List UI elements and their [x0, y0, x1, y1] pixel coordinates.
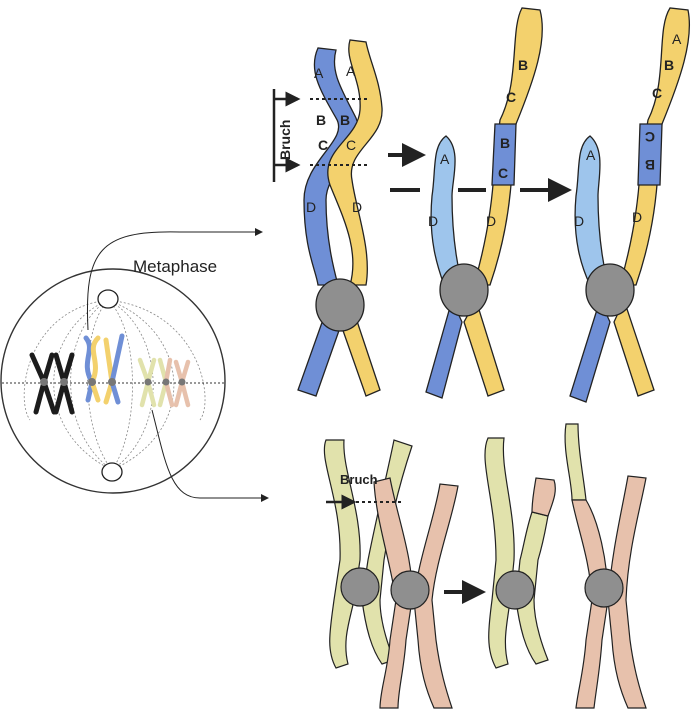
- segment-label: C: [506, 89, 516, 105]
- metaphase-label: Metaphase: [133, 257, 217, 276]
- segment-label: A: [346, 63, 356, 79]
- segment-label: B: [340, 112, 350, 128]
- segment-label: B: [500, 135, 510, 151]
- segment-label: D: [352, 199, 362, 215]
- chromosome-pair-bottom-3: [564, 423, 647, 709]
- metaphase-cell: [0, 268, 226, 494]
- chromosome-broken-2: [425, 7, 543, 399]
- segment-label: A: [672, 31, 682, 47]
- bruch-label-vertical: Bruch: [277, 120, 293, 160]
- segment-label: C: [652, 85, 662, 101]
- chromosome-twisted-1: [297, 39, 383, 397]
- segment-label: C: [498, 165, 508, 181]
- segment-label: D: [306, 199, 316, 215]
- centrosome-bottom: [101, 462, 123, 482]
- segment-label: D: [632, 209, 642, 225]
- segment-label: D: [486, 213, 496, 229]
- segment-label: C: [346, 137, 356, 153]
- segment-label: A: [440, 151, 450, 167]
- segment-label: A: [586, 147, 596, 163]
- segment-label-inverted: C: [645, 129, 655, 145]
- segment-label: D: [574, 213, 584, 229]
- segment-label: B: [518, 57, 528, 73]
- chromosome-inverted-3: [569, 7, 691, 403]
- segment-label: B: [316, 112, 326, 128]
- chromosome-pair-bottom-2: [484, 437, 556, 669]
- segment-label-inverted: B: [645, 157, 655, 173]
- bruch-label-lower: Bruch: [340, 472, 378, 487]
- centrosome-top: [97, 289, 119, 309]
- segment-label: B: [664, 57, 674, 73]
- segment-label: A: [314, 65, 324, 81]
- pointer-line-top: [86, 228, 263, 331]
- pointer-line-bottom: [151, 409, 269, 502]
- segment-label: C: [318, 137, 328, 153]
- segment-label: D: [428, 213, 438, 229]
